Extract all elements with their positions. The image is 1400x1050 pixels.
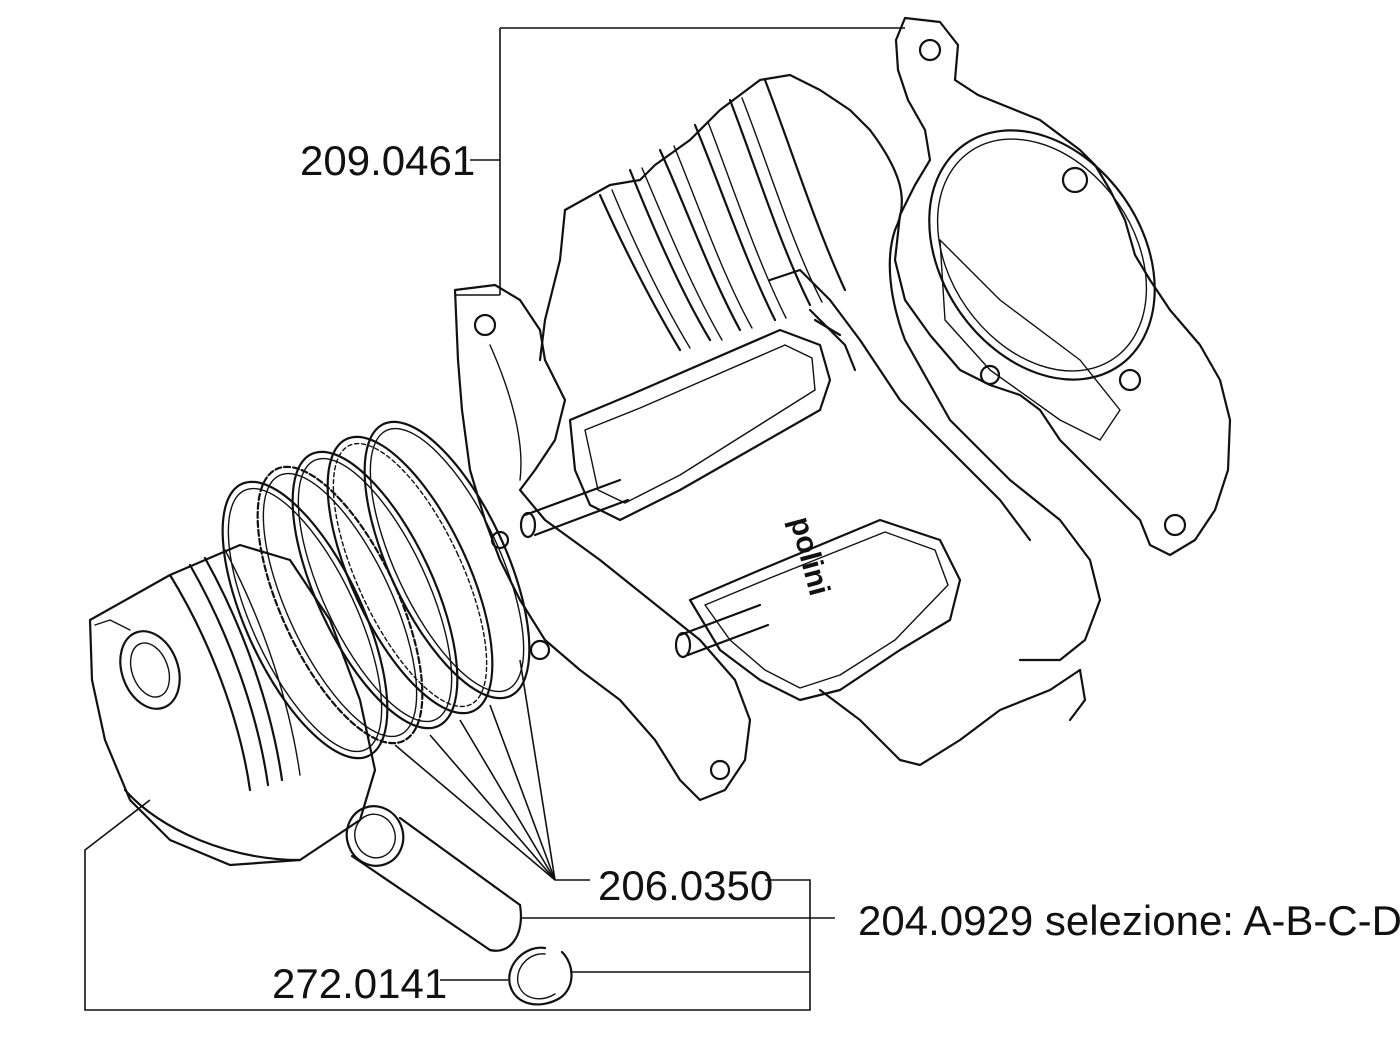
piston-rings — [221, 420, 531, 760]
label-cylinder-kit: 209.0461 — [300, 137, 475, 184]
leader-lines — [84, 27, 905, 1011]
base-gasket — [453, 283, 752, 802]
label-piston-rings: 206.0350 — [598, 862, 773, 909]
gudgeon-pin — [345, 805, 523, 952]
head-gasket — [893, 16, 1232, 557]
circlip — [508, 946, 573, 1006]
label-circlip: 272.0141 — [272, 960, 447, 1007]
label-piston: 204.0929 selezione: A-B-C-D — [858, 897, 1400, 944]
cylinder-body: polini — [519, 73, 1102, 767]
